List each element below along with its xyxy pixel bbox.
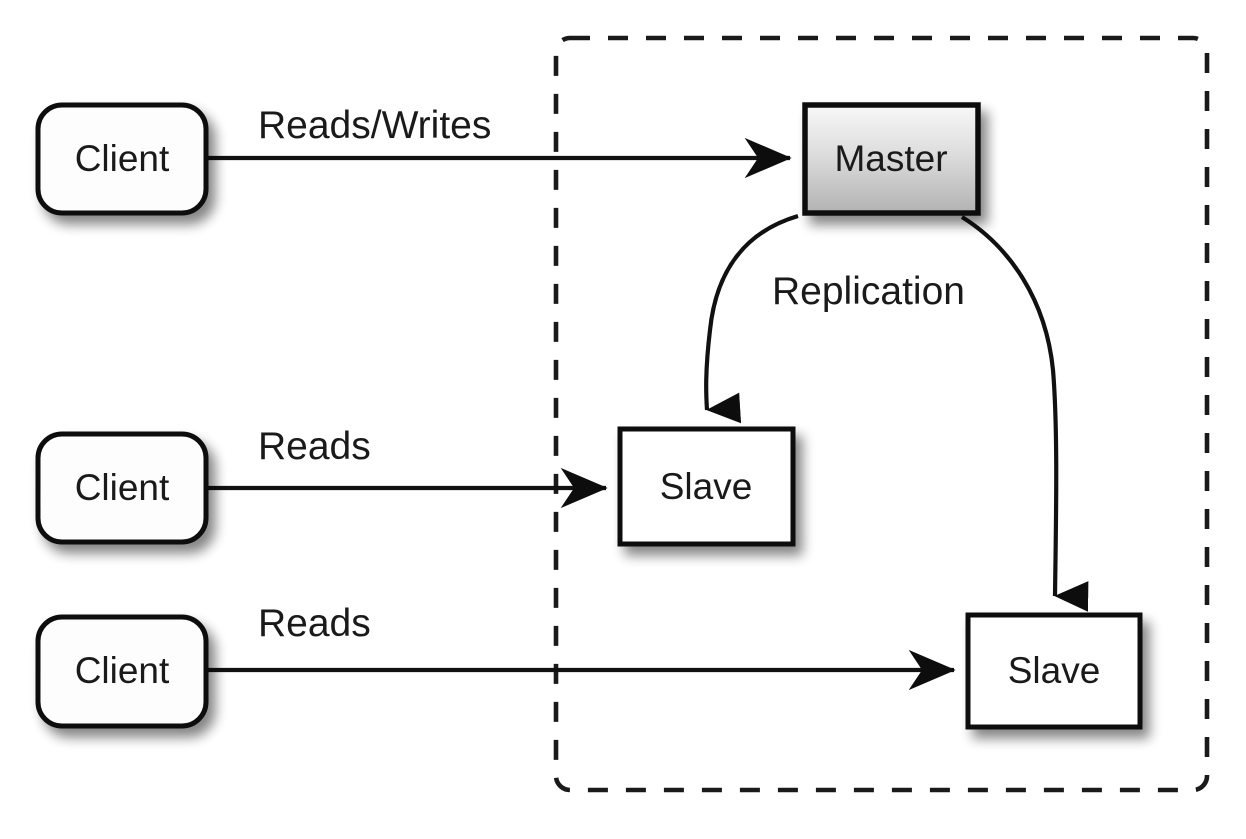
client-top-box[interactable] [35, 102, 209, 216]
edge-label-replication: Replication [772, 270, 965, 313]
client-top-label: Client [75, 138, 170, 179]
node-client-bottom[interactable] [35, 614, 209, 729]
client-middle-box[interactable] [35, 431, 209, 545]
edge-label-reads-middle: Reads [258, 425, 371, 468]
client-bottom-label: Client [75, 650, 170, 691]
slave-upper-box[interactable] [617, 426, 796, 547]
node-slave-lower[interactable] [965, 612, 1143, 730]
node-slave-upper[interactable] [617, 426, 796, 547]
slave-lower-label: Slave [1008, 650, 1101, 691]
edge-label-reads-bottom: Reads [258, 602, 371, 645]
node-client-middle[interactable] [35, 431, 209, 545]
node-master[interactable] [802, 102, 981, 216]
edge-master-to-slave-lower [960, 215, 1089, 612]
client-middle-label: Client [75, 467, 170, 508]
slave-lower-box[interactable] [965, 612, 1143, 730]
database-cluster-boundary [553, 35, 1210, 793]
edge-label-reads-writes: Reads/Writes [258, 104, 491, 147]
node-client-top[interactable] [35, 102, 209, 216]
master-box[interactable] [802, 102, 981, 216]
edge-master-to-slave-upper [704, 213, 799, 424]
master-label: Master [834, 138, 947, 179]
client-bottom-box[interactable] [35, 614, 209, 729]
slave-upper-label: Slave [660, 466, 753, 507]
